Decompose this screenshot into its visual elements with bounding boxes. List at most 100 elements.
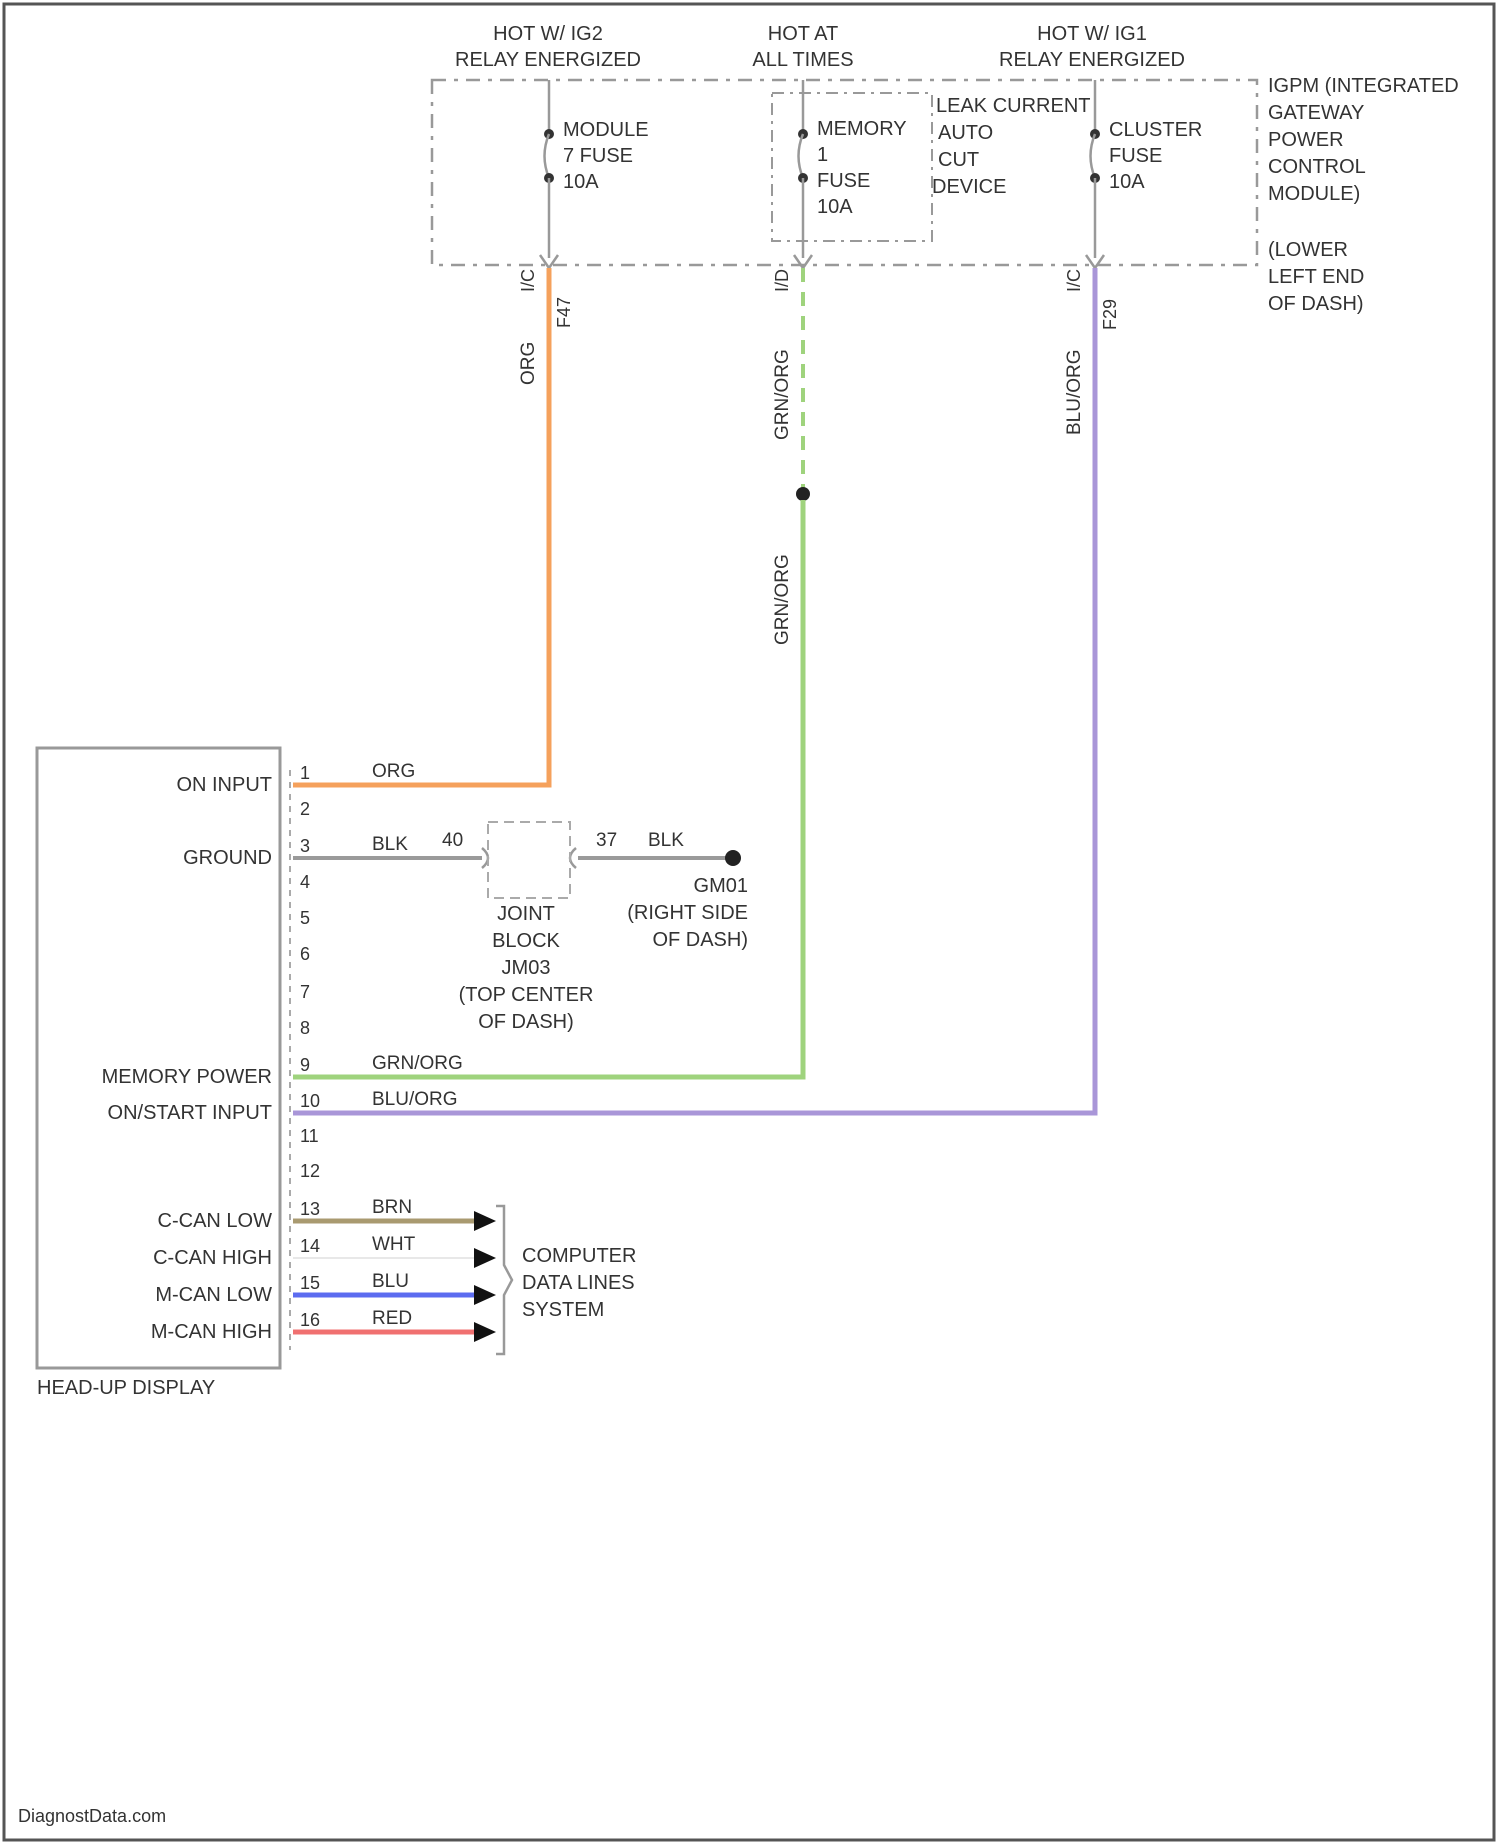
hud-pin-wire-label: BLU bbox=[372, 1271, 409, 1292]
watermark: DiagnostData.com bbox=[18, 1806, 166, 1826]
svg-text:10A: 10A bbox=[1109, 171, 1145, 193]
svg-text:BLOCK: BLOCK bbox=[492, 930, 560, 952]
mid-wire-label-lower: GRN/ORG bbox=[772, 554, 793, 645]
splice-point bbox=[796, 487, 810, 501]
svg-text:DATA LINES: DATA LINES bbox=[522, 1272, 635, 1294]
svg-text:OF DASH): OF DASH) bbox=[652, 929, 748, 951]
svg-text:CLUSTER: CLUSTER bbox=[1109, 119, 1202, 141]
arrow-icon bbox=[474, 1248, 496, 1268]
hud-pin-label: C-CAN LOW bbox=[158, 1210, 273, 1232]
svg-text:10A: 10A bbox=[817, 196, 853, 218]
hud-pin-number: 10 bbox=[300, 1091, 320, 1111]
svg-text:JOINT: JOINT bbox=[497, 903, 555, 925]
svg-text:(TOP CENTER: (TOP CENTER bbox=[459, 984, 594, 1006]
right-connector-label: I/C bbox=[1064, 269, 1084, 292]
memory-hot-label-1: HOT AT bbox=[768, 23, 838, 45]
hud-pin-wire-label: ORG bbox=[372, 761, 415, 782]
mid-connector-label: I/D bbox=[772, 269, 792, 292]
svg-text:37: 37 bbox=[596, 830, 617, 851]
svg-text:(RIGHT SIDE: (RIGHT SIDE bbox=[627, 902, 748, 924]
hud-pin-number: 5 bbox=[300, 908, 310, 928]
hud-pin-label: M-CAN HIGH bbox=[151, 1321, 272, 1343]
svg-text:OF DASH): OF DASH) bbox=[478, 1011, 574, 1033]
hud-pin-wire-label: RED bbox=[372, 1308, 412, 1329]
hud-pin-label: ON INPUT bbox=[176, 774, 272, 796]
svg-text:OF DASH): OF DASH) bbox=[1268, 293, 1364, 315]
hud-pin-number: 8 bbox=[300, 1018, 310, 1038]
svg-text:10A: 10A bbox=[563, 171, 599, 193]
hud-pin-number: 9 bbox=[300, 1055, 310, 1075]
hud-box bbox=[37, 748, 280, 1368]
wire-org bbox=[293, 268, 549, 785]
hud-pin-wire-label: WHT bbox=[372, 1234, 416, 1255]
arrow-icon bbox=[474, 1211, 496, 1231]
arrow-icon bbox=[474, 1285, 496, 1305]
svg-text:1: 1 bbox=[817, 144, 828, 166]
svg-text:BLK: BLK bbox=[648, 830, 684, 851]
svg-text:CUT: CUT bbox=[938, 149, 979, 171]
ground-point bbox=[725, 850, 741, 866]
hud-pin-number: 1 bbox=[300, 763, 310, 783]
hud-pin-number: 14 bbox=[300, 1236, 320, 1256]
svg-text:LEFT END: LEFT END bbox=[1268, 266, 1364, 288]
module-fuse: MODULE 7 FUSE 10A bbox=[540, 80, 649, 268]
hud-pin-wire-label: BLK bbox=[372, 834, 408, 855]
ground-circuit: 40 37 BLK JOINT BLOCK JM03 (TOP CENTER O… bbox=[293, 822, 748, 1033]
memory-hot-label-2: ALL TIMES bbox=[752, 49, 853, 71]
cluster-hot-label-1: HOT W/ IG1 bbox=[1037, 23, 1147, 45]
ipdm-label: IGPM (INTEGRATED GATEWAY POWER CONTROL M… bbox=[1268, 75, 1459, 315]
module-hot-label-2: RELAY ENERGIZED bbox=[455, 49, 641, 71]
svg-text:7 FUSE: 7 FUSE bbox=[563, 145, 633, 167]
svg-text:COMPUTER: COMPUTER bbox=[522, 1245, 636, 1267]
hud-pin-wire-label: BRN bbox=[372, 1197, 412, 1218]
leak-current-label: LEAK CURRENT AUTO CUT DEVICE bbox=[932, 95, 1090, 198]
svg-text:MEMORY: MEMORY bbox=[817, 118, 907, 140]
right-pin-label: F29 bbox=[1100, 299, 1120, 330]
left-pin-label: F47 bbox=[554, 297, 574, 328]
hud-pin-number: 4 bbox=[300, 872, 310, 892]
svg-text:LEAK CURRENT: LEAK CURRENT bbox=[936, 95, 1090, 117]
svg-text:GM01: GM01 bbox=[694, 875, 748, 897]
hud-pin-number: 15 bbox=[300, 1273, 320, 1293]
svg-text:40: 40 bbox=[442, 830, 463, 851]
hud-pin-number: 13 bbox=[300, 1199, 320, 1219]
arrow-icon bbox=[474, 1322, 496, 1342]
hud-name: HEAD-UP DISPLAY bbox=[37, 1377, 215, 1399]
svg-text:POWER: POWER bbox=[1268, 129, 1344, 151]
hud-pin-label: M-CAN LOW bbox=[155, 1284, 272, 1306]
svg-text:FUSE: FUSE bbox=[817, 170, 870, 192]
hud-pin-number: 6 bbox=[300, 944, 310, 964]
joint-block-box bbox=[488, 822, 570, 898]
hud-pin-label: C-CAN HIGH bbox=[153, 1247, 272, 1269]
svg-text:IGPM (INTEGRATED: IGPM (INTEGRATED bbox=[1268, 75, 1459, 97]
hud-pin-number: 3 bbox=[300, 836, 310, 856]
hud-pin-label: GROUND bbox=[183, 847, 272, 869]
mid-wire-label-upper: GRN/ORG bbox=[772, 349, 793, 440]
svg-text:CONTROL: CONTROL bbox=[1268, 156, 1366, 178]
memory-fuse: MEMORY 1 FUSE 10A bbox=[794, 80, 907, 268]
module-hot-label-1: HOT W/ IG2 bbox=[493, 23, 603, 45]
svg-text:GATEWAY: GATEWAY bbox=[1268, 102, 1364, 124]
hud-pin-number: 2 bbox=[300, 799, 310, 819]
hud-pin-wire-label: BLU/ORG bbox=[372, 1089, 458, 1110]
svg-text:(LOWER: (LOWER bbox=[1268, 239, 1348, 261]
cluster-fuse: CLUSTER FUSE 10A bbox=[1086, 80, 1202, 268]
svg-text:AUTO: AUTO bbox=[938, 122, 993, 144]
cluster-hot-label-2: RELAY ENERGIZED bbox=[999, 49, 1185, 71]
left-wire-label: ORG bbox=[518, 342, 539, 385]
hud-pin-number: 7 bbox=[300, 982, 310, 1002]
svg-text:JM03: JM03 bbox=[502, 957, 551, 979]
hud-pin-label: ON/START INPUT bbox=[108, 1102, 272, 1124]
hud-pin-number: 12 bbox=[300, 1161, 320, 1181]
svg-text:DEVICE: DEVICE bbox=[932, 176, 1006, 198]
wire-blu-org bbox=[293, 268, 1095, 1113]
hud-pin-number: 11 bbox=[300, 1126, 319, 1146]
data-lines-group: COMPUTER DATA LINES SYSTEM bbox=[496, 1206, 636, 1354]
svg-text:MODULE: MODULE bbox=[563, 119, 649, 141]
svg-text:MODULE): MODULE) bbox=[1268, 183, 1360, 205]
svg-text:FUSE: FUSE bbox=[1109, 145, 1162, 167]
right-wire-label: BLU/ORG bbox=[1064, 349, 1085, 435]
hud-pin-wire-label: GRN/ORG bbox=[372, 1053, 463, 1074]
